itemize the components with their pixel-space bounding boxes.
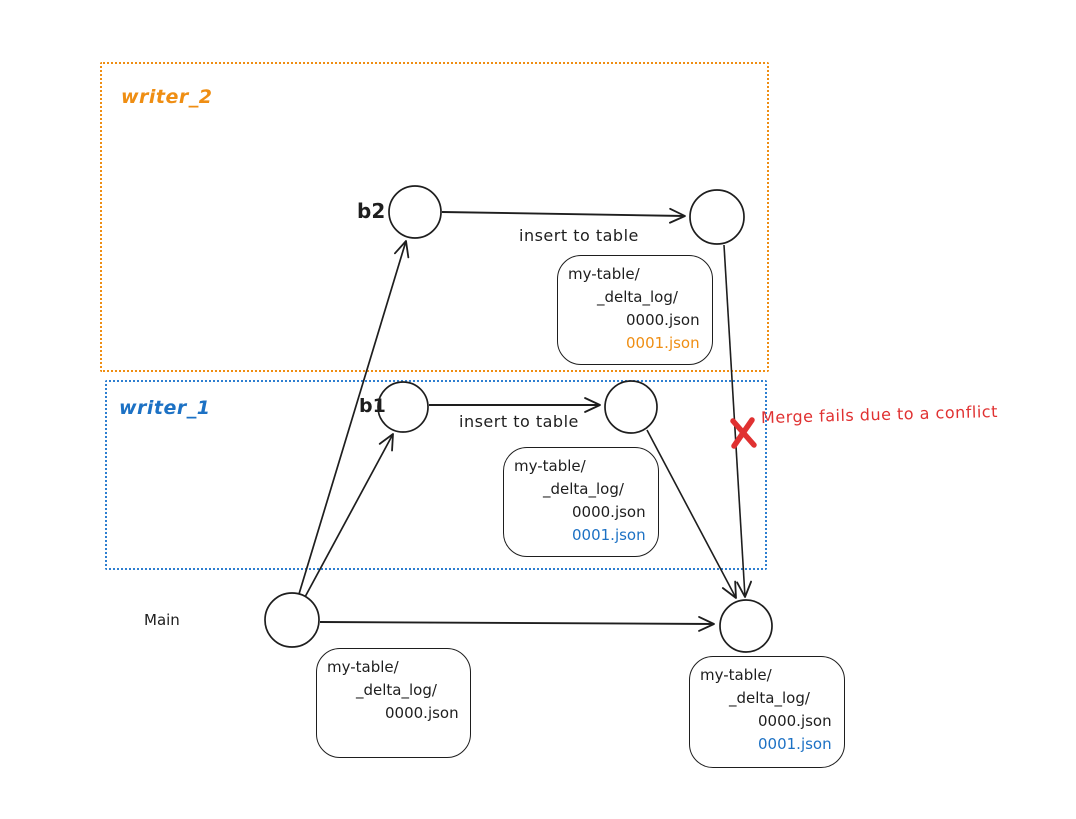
b2-node-label: b2 bbox=[357, 199, 386, 223]
filebox-line: 0000.json bbox=[758, 712, 832, 730]
writer-1-region bbox=[105, 380, 767, 570]
writer-2-label: writer_2 bbox=[121, 86, 213, 108]
commit-node-merge bbox=[719, 599, 773, 653]
filebox-line: 0000.json bbox=[572, 503, 646, 521]
filebox-line: my-table/ bbox=[568, 265, 640, 283]
commit-node-b1 bbox=[377, 381, 429, 433]
filebox-merge-result: my-table/ _delta_log/ 0000.json 0001.jso… bbox=[689, 656, 845, 768]
arrow-writer1-commit-to-merge bbox=[646, 429, 737, 599]
filebox-line: _delta_log/ bbox=[729, 689, 810, 707]
filebox-writer2: my-table/ _delta_log/ 0000.json 0001.jso… bbox=[557, 255, 713, 365]
main-branch-label: Main bbox=[144, 611, 180, 629]
filebox-line-new-commit: 0001.json bbox=[572, 526, 646, 544]
filebox-line: _delta_log/ bbox=[597, 288, 678, 306]
insert-to-table-label-writer1: insert to table bbox=[459, 412, 579, 431]
writer-2-region bbox=[100, 62, 769, 372]
filebox-line: 0000.json bbox=[385, 704, 459, 722]
insert-to-table-label-writer2: insert to table bbox=[519, 226, 639, 245]
filebox-line: _delta_log/ bbox=[356, 681, 437, 699]
arrow-main-to-merge-node bbox=[319, 616, 715, 632]
filebox-line: _delta_log/ bbox=[543, 480, 624, 498]
filebox-main: my-table/ _delta_log/ 0000.json bbox=[316, 648, 471, 758]
filebox-line-new-commit: 0001.json bbox=[758, 735, 832, 753]
arrow-main-to-b2 bbox=[298, 240, 410, 595]
b1-node-label: b1 bbox=[359, 395, 386, 417]
arrow-b2-insert-commit bbox=[441, 207, 686, 224]
commit-node-writer1-insert bbox=[604, 380, 658, 434]
conflict-x-icon bbox=[730, 417, 757, 449]
filebox-line: my-table/ bbox=[327, 658, 399, 676]
commit-node-b2 bbox=[388, 185, 442, 239]
filebox-line: my-table/ bbox=[514, 457, 586, 475]
arrow-main-to-b1 bbox=[304, 433, 394, 598]
filebox-writer1: my-table/ _delta_log/ 0000.json 0001.jso… bbox=[503, 447, 659, 557]
commit-node-writer2-insert bbox=[689, 189, 745, 245]
filebox-line-new-commit: 0001.json bbox=[626, 334, 700, 352]
filebox-line: 0000.json bbox=[626, 311, 700, 329]
commit-node-main bbox=[264, 592, 320, 648]
writer-1-label: writer_1 bbox=[119, 397, 211, 419]
filebox-line: my-table/ bbox=[700, 666, 772, 684]
